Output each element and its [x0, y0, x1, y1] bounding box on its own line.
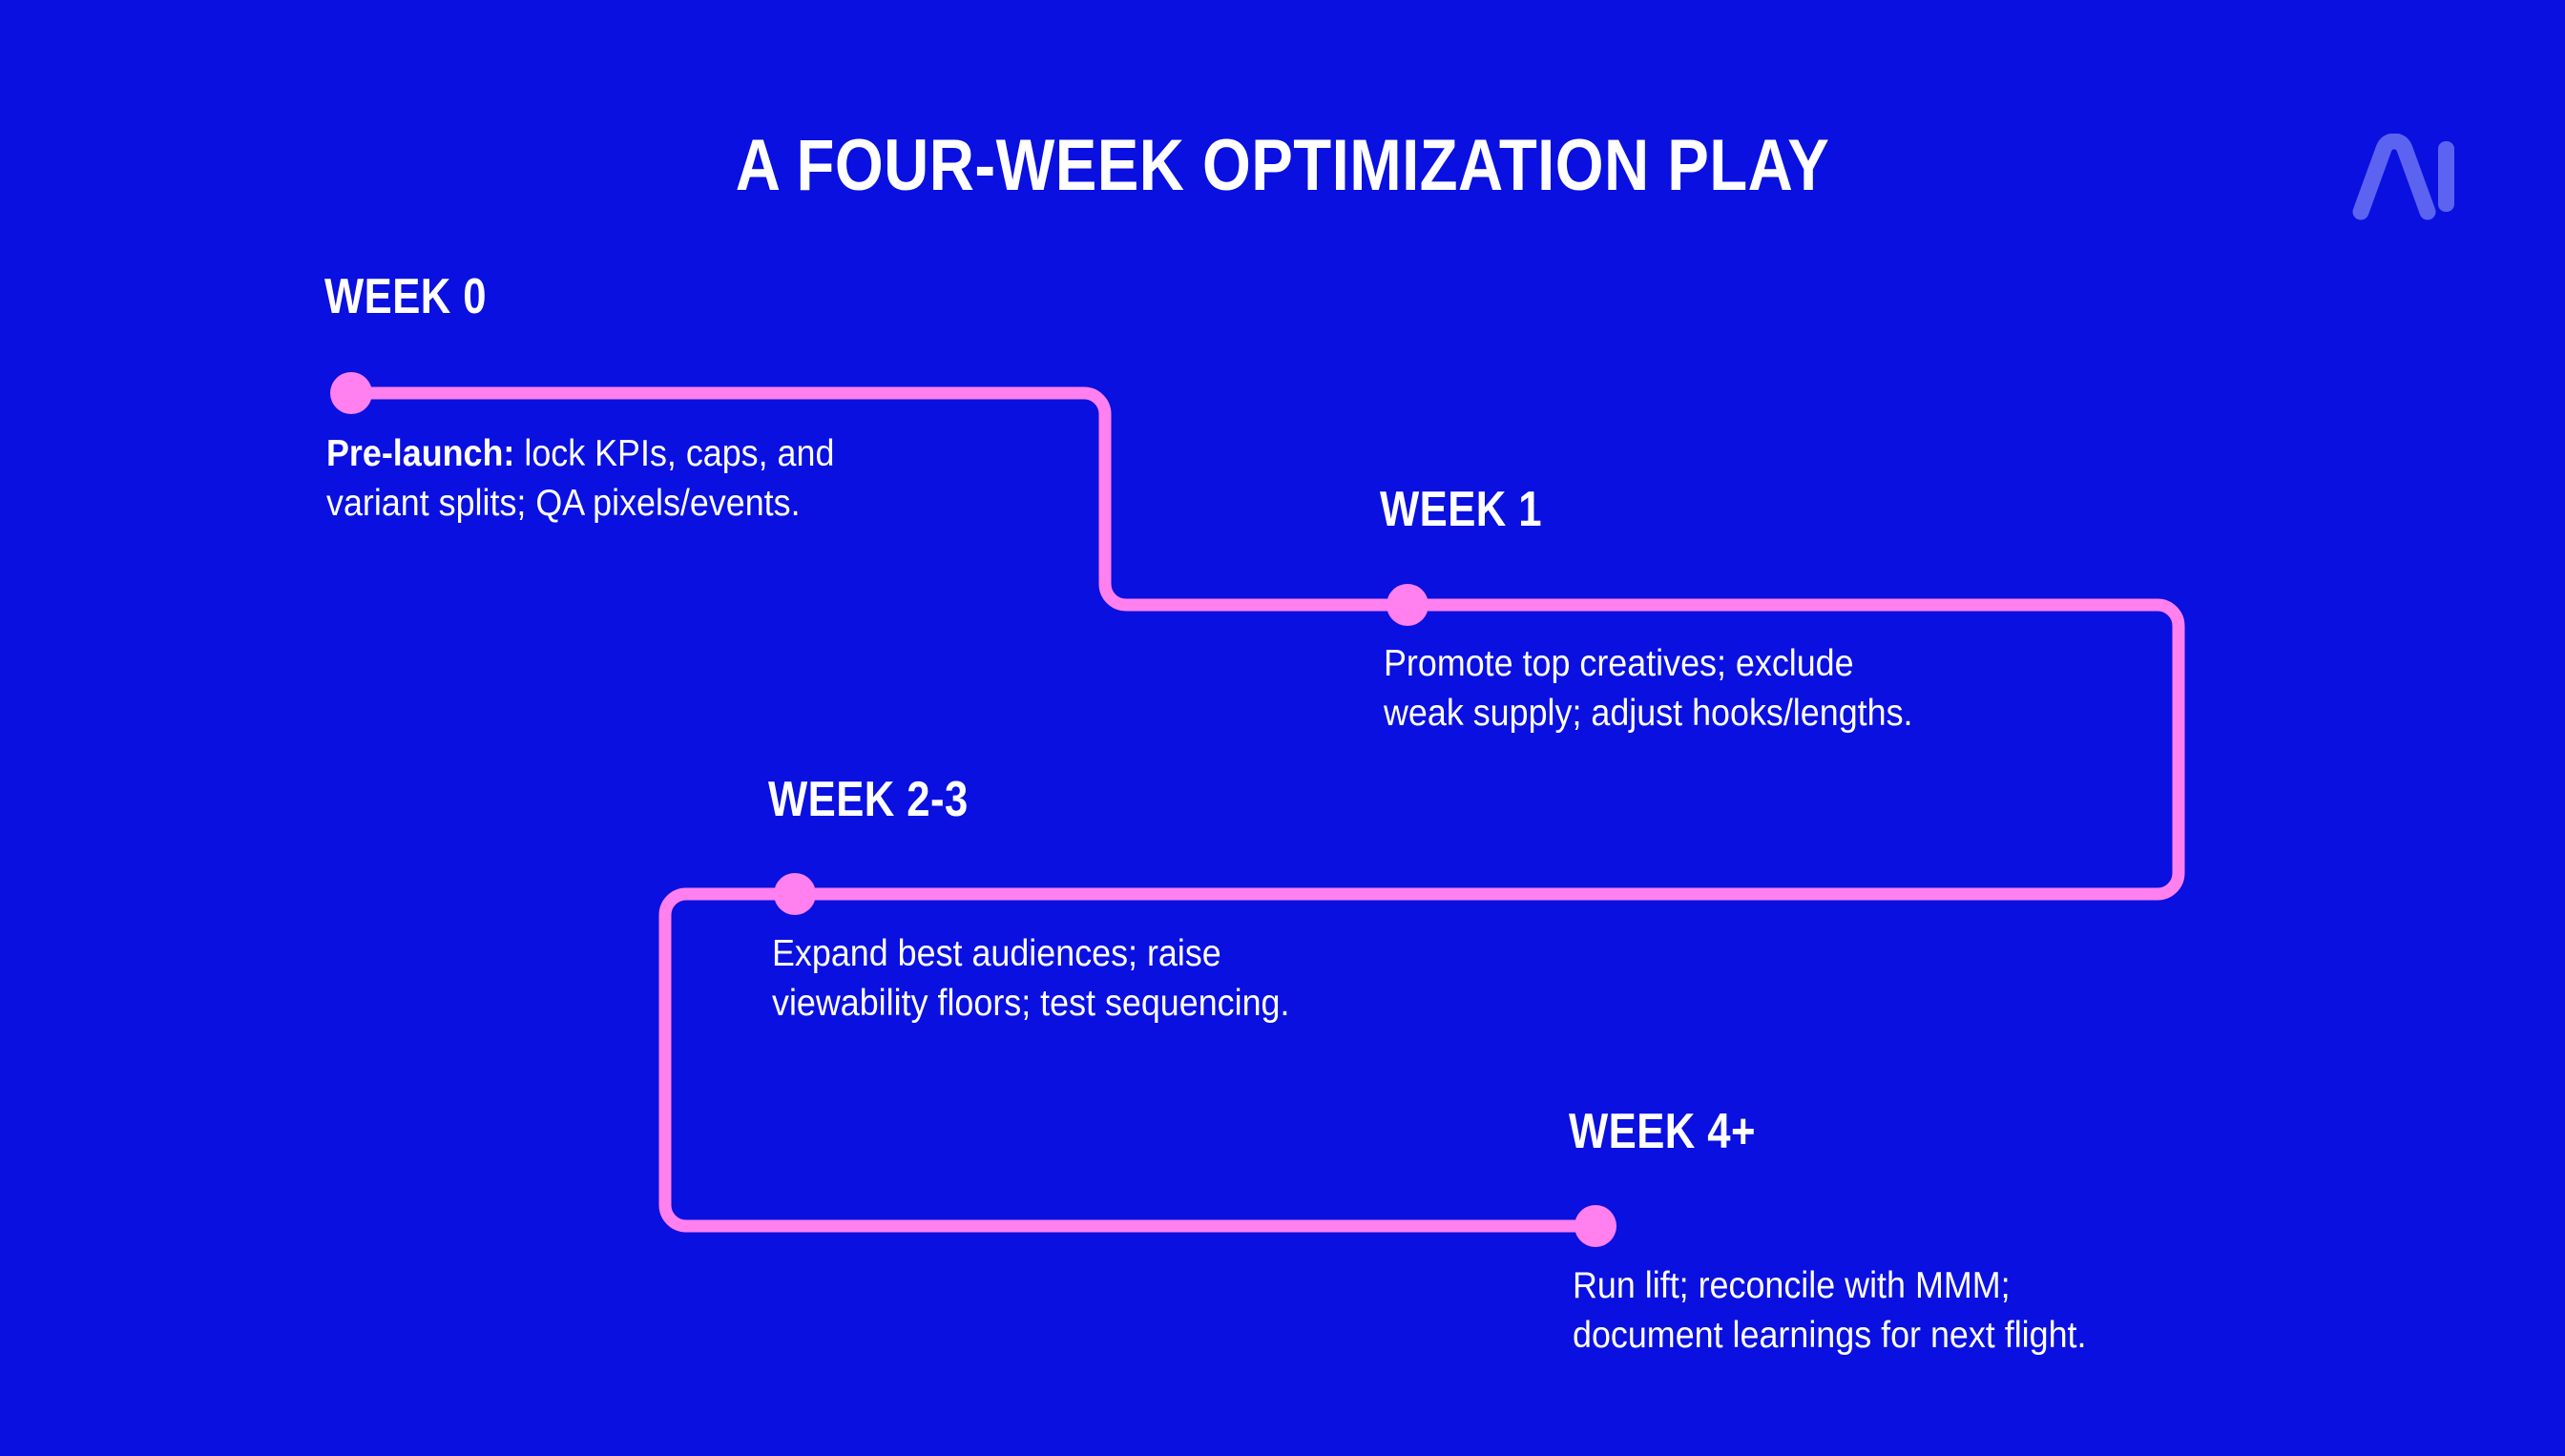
milestone-week-0-body: Pre-launch: lock KPIs, caps, and variant…: [326, 429, 834, 529]
milestone-week-4-plus-heading: WEEK 4+: [1569, 1104, 1756, 1159]
milestone-week-0-heading: WEEK 0: [324, 269, 487, 324]
milestone-week-1-body-line-2: weak supply; adjust hooks/lengths.: [1384, 692, 1913, 734]
milestone-week-2-3-body-line-2: viewability floors; test sequencing.: [772, 982, 1290, 1024]
milestone-dot-week-2-3: [774, 873, 816, 915]
milestone-week-1: WEEK 1 Promote top creatives; exclude we…: [1380, 482, 1912, 734]
milestone-week-4-plus-body-line-1: Run lift; reconcile with MMM;: [1573, 1265, 2011, 1306]
milestone-week-2-3-body-line-1: Expand best audiences; raise: [772, 933, 1221, 974]
milestone-week-0-line-1-rest: lock KPIs, caps, and: [514, 433, 835, 474]
milestone-week-2-3: WEEK 2-3 Expand best audiences; raise vi…: [768, 772, 1289, 1024]
milestone-week-4-plus: WEEK 4+ Run lift; reconcile with MMM; do…: [1569, 1104, 2087, 1356]
milestone-dot-week-4-plus: [1574, 1205, 1616, 1247]
milestone-week-1-heading: WEEK 1: [1380, 482, 1542, 537]
milestone-week-1-body: Promote top creatives; exclude weak supp…: [1384, 639, 1912, 738]
milestone-dot-week-0: [330, 372, 372, 414]
milestone-week-2-3-heading: WEEK 2-3: [768, 772, 969, 827]
brand-logo: [2347, 133, 2462, 221]
ai-logo-icon: [2352, 133, 2454, 220]
milestone-week-0-body-line-1: Pre-launch: lock KPIs, caps, and: [326, 429, 834, 479]
milestone-week-0-lead: Pre-launch:: [326, 433, 515, 474]
milestone-week-4-plus-body-line-2: document learnings for next flight.: [1573, 1314, 2087, 1356]
milestone-week-2-3-body: Expand best audiences; raise viewability…: [772, 929, 1289, 1029]
milestone-week-0-body-line-2: variant splits; QA pixels/events.: [326, 482, 801, 524]
milestone-week-4-plus-body: Run lift; reconcile with MMM; document l…: [1573, 1261, 2087, 1361]
milestone-dot-week-1: [1387, 584, 1428, 626]
milestone-week-0: WEEK 0 Pre-launch: lock KPIs, caps, and …: [324, 269, 834, 524]
milestone-week-1-body-line-1: Promote top creatives; exclude: [1384, 643, 1854, 684]
page-title: A FOUR-WEEK OPTIMIZATION PLAY: [735, 125, 1830, 206]
